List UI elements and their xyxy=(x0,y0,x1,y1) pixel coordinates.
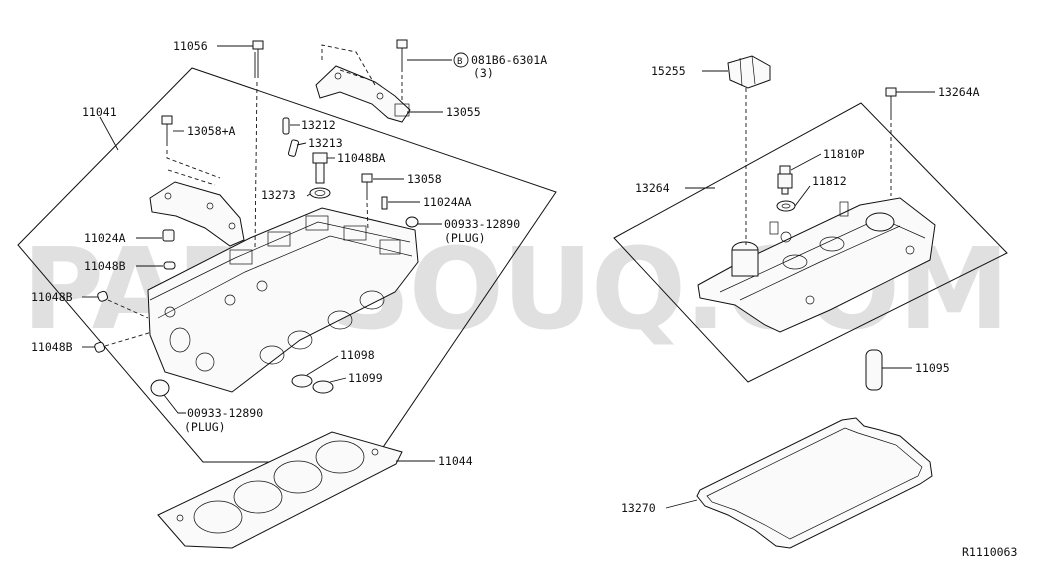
label-13273: 13273 xyxy=(261,188,296,202)
head-gasket-11044 xyxy=(157,431,403,549)
part-labels-left: 11056 B 081B6-6301A (3) 13055 11041 1305… xyxy=(31,39,547,468)
seal-11812-inner xyxy=(781,203,791,209)
label-13058: 13058 xyxy=(407,172,442,186)
label-08186-6301a: 081B6-6301A xyxy=(471,53,547,67)
valve-cover-frame xyxy=(613,102,1008,383)
diagram-reference: R1110063 xyxy=(962,545,1017,559)
label-13264: 13264 xyxy=(635,181,670,195)
label-11048b-3: 11048B xyxy=(31,340,73,354)
plug-11099 xyxy=(312,380,334,394)
plug-11048b-2-dash xyxy=(107,299,149,319)
bracket-13055 xyxy=(315,65,411,123)
bolt-13058 xyxy=(361,173,373,200)
bolt-08186 xyxy=(396,39,408,72)
plug-11048b-3 xyxy=(94,341,106,353)
part-labels-right: 15255 13264A 11810P 13264 11812 11095 13… xyxy=(621,64,1017,559)
label-11048ba: 11048BA xyxy=(337,151,386,165)
pcv-valve-11810p xyxy=(777,165,793,195)
bolt-13058a-dash xyxy=(166,150,221,179)
oil-control-valve-11048ba xyxy=(312,152,328,184)
label-13213: 13213 xyxy=(308,136,343,150)
label-00933-12890-lower: 00933-12890 xyxy=(187,406,263,420)
cylinder-head-frame xyxy=(17,67,557,463)
plug-00933-upper xyxy=(405,216,419,228)
label-11810p: 11810P xyxy=(823,147,865,161)
oil-filler-cap-15255 xyxy=(727,55,771,89)
label-13270: 13270 xyxy=(621,501,656,515)
label-11099: 11099 xyxy=(348,371,383,385)
valve-cover-body xyxy=(697,197,936,333)
seal-13273 xyxy=(309,187,331,199)
plug-00933-lower xyxy=(150,379,170,397)
bolt-11056 xyxy=(252,40,264,78)
bolt-13058a-dash-b xyxy=(167,169,216,186)
bracket-13055-dash-b xyxy=(339,69,365,79)
valve-cover-gasket-13270 xyxy=(696,417,933,549)
plug-11048b-3-dash xyxy=(104,331,153,347)
leader-lines-right xyxy=(665,70,935,509)
label-11024a: 11024A xyxy=(84,231,126,245)
label-13212: 13212 xyxy=(301,118,336,132)
part-11095 xyxy=(865,349,883,391)
label-11095: 11095 xyxy=(915,361,950,375)
label-11048b-2: 11048B xyxy=(31,290,73,304)
label-circle-b xyxy=(453,52,469,68)
bolt-11056-dash xyxy=(254,81,258,249)
label-plug-lower: (PLUG) xyxy=(184,420,226,434)
pin-11024a xyxy=(162,229,175,242)
label-circle-b-text: B xyxy=(457,57,462,67)
plug-11048b-2 xyxy=(97,290,109,302)
bolt-13058a xyxy=(161,115,173,146)
label-11056: 11056 xyxy=(173,39,208,53)
label-00933-12890-upper: 00933-12890 xyxy=(444,217,520,231)
label-13058a: 13058+A xyxy=(187,124,236,138)
label-15255: 15255 xyxy=(651,64,686,78)
label-08186-qty: (3) xyxy=(473,66,494,80)
label-11024aa: 11024AA xyxy=(423,195,472,209)
seal-11812 xyxy=(776,200,796,212)
label-11041: 11041 xyxy=(82,105,117,119)
bolt-13264a xyxy=(885,87,897,120)
label-13264a: 13264A xyxy=(938,85,980,99)
label-11048b-1: 11048B xyxy=(84,259,126,273)
pin-13213 xyxy=(287,139,299,157)
plug-11098 xyxy=(291,374,313,388)
label-11812: 11812 xyxy=(812,174,847,188)
plug-11048b-1 xyxy=(163,261,176,270)
bolt-13058-dash xyxy=(366,202,369,231)
pin-11024aa xyxy=(381,196,388,210)
cam-bracket-13058a xyxy=(149,181,245,247)
leader-lines-left xyxy=(82,45,452,462)
pin-13212 xyxy=(282,117,290,135)
cylinder-head-body xyxy=(147,207,419,393)
bracket-13055-dash-a xyxy=(321,44,376,86)
label-13055: 13055 xyxy=(446,105,481,119)
label-11098: 11098 xyxy=(340,348,375,362)
label-plug-upper: (PLUG) xyxy=(444,231,486,245)
seal-13273-inner xyxy=(314,190,326,196)
label-11044: 11044 xyxy=(438,454,473,468)
